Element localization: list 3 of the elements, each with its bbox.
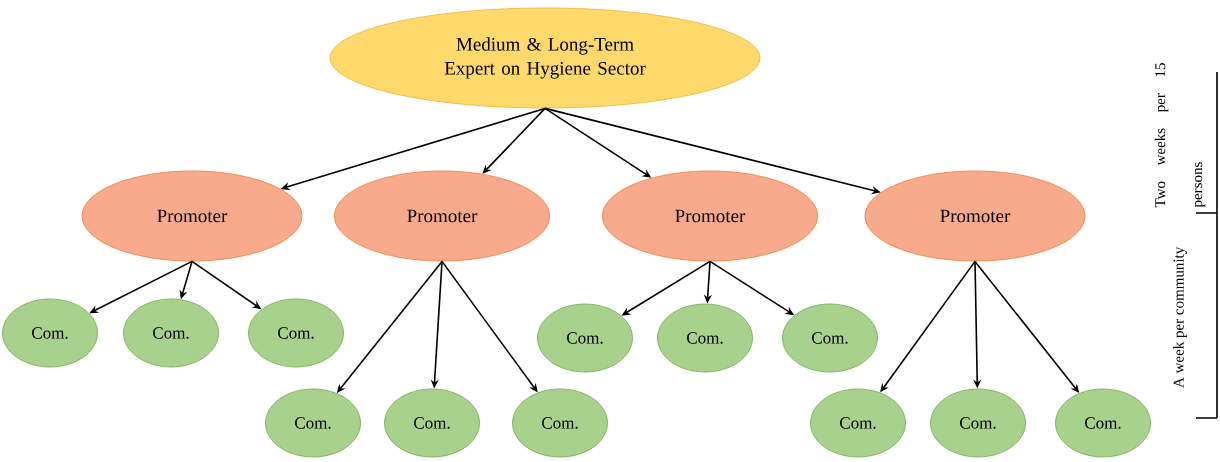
arrow xyxy=(482,107,546,174)
duration-label: A week per community xyxy=(1173,246,1187,388)
duration-label: Two weeks per 15 persons xyxy=(1154,63,1206,208)
